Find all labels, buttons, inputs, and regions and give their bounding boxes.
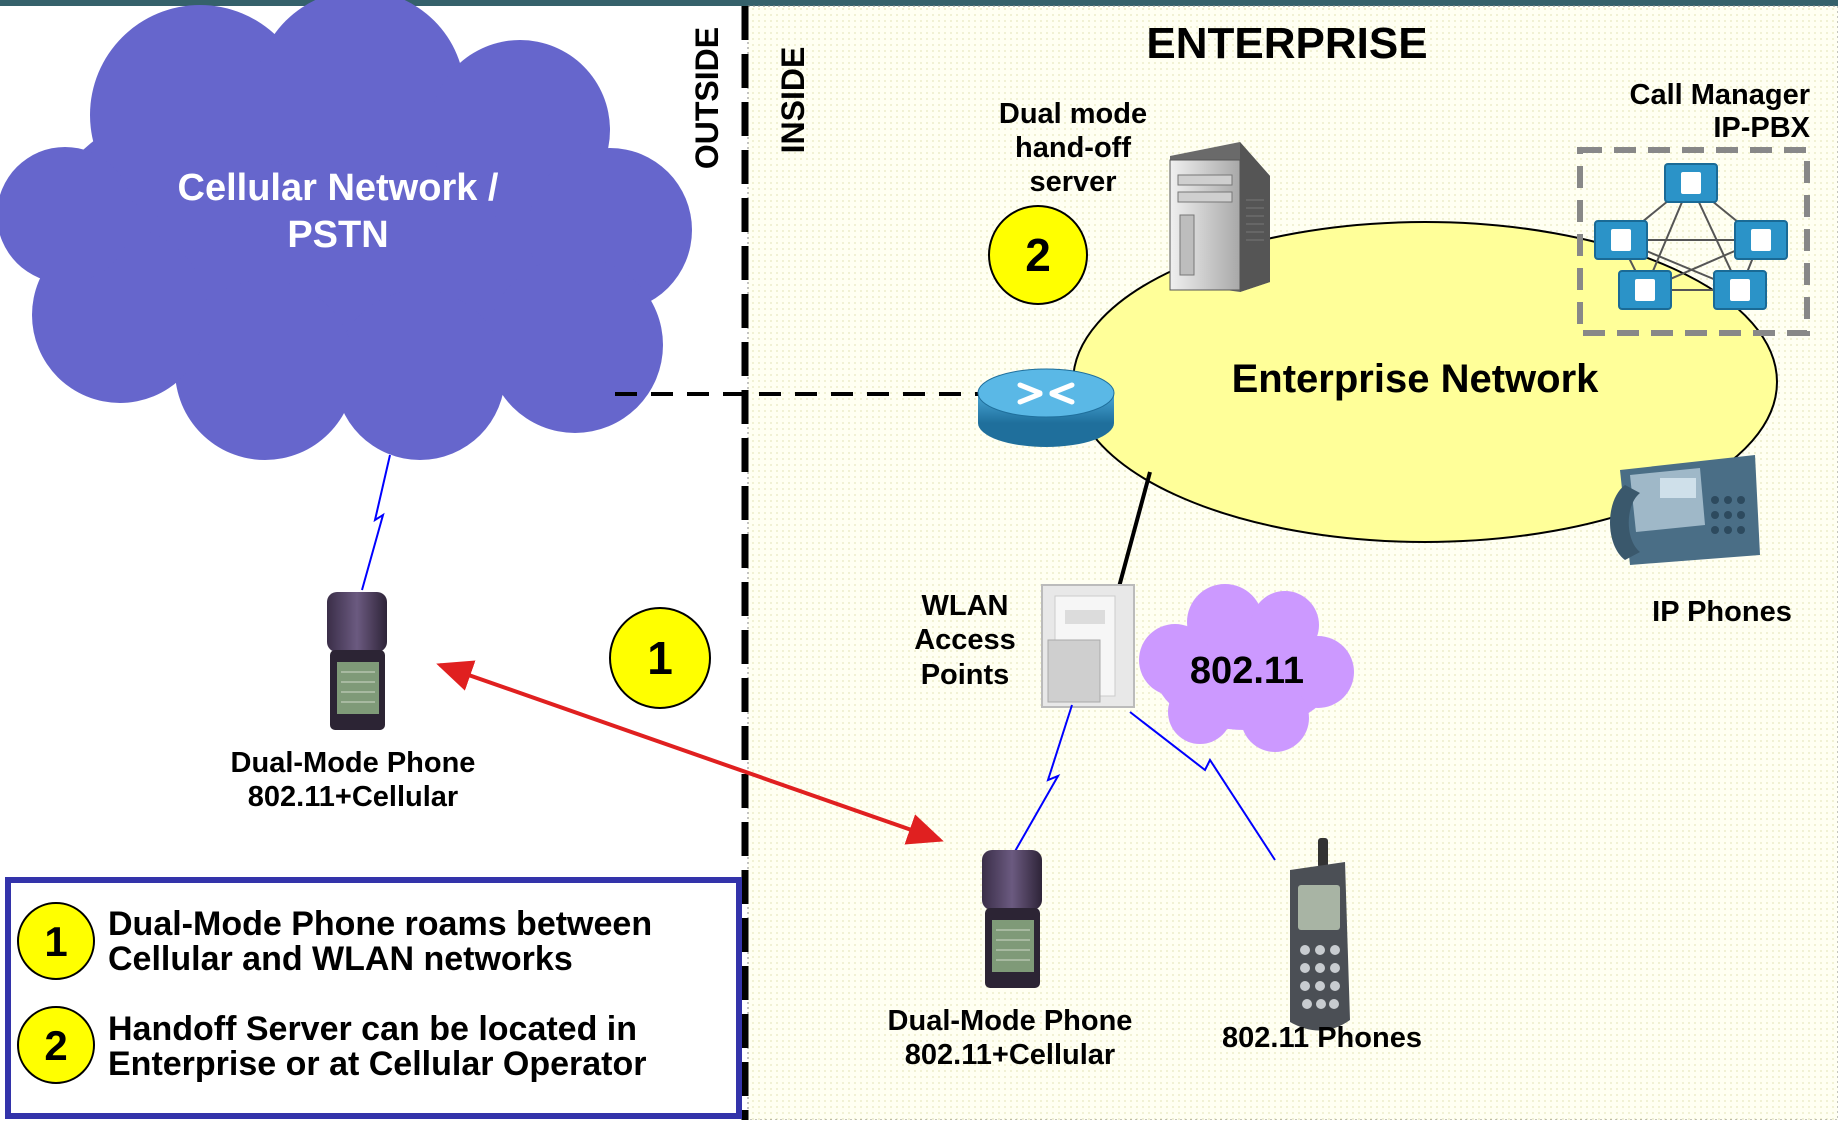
- legend-box: 1 Dual-Mode Phone roams between Cellular…: [5, 877, 742, 1119]
- call-manager-label-line2: IP-PBX: [1713, 112, 1810, 144]
- svg-text:1: 1: [44, 918, 67, 965]
- router-icon: [977, 368, 1115, 447]
- enterprise-network-label: Enterprise Network: [1232, 357, 1600, 401]
- inside-label: INSIDE: [775, 47, 811, 154]
- wlan-ap-label-line1: WLAN: [922, 590, 1009, 622]
- roaming-arrow: [436, 660, 944, 845]
- legend-item-2-line2: Enterprise or at Cellular Operator: [108, 1045, 647, 1083]
- wifi-cloud-label: 802.11: [1190, 650, 1304, 692]
- dual-mode-phone-outside-label-line2: 802.11+Cellular: [248, 781, 458, 813]
- wifi-phone-icon: [1290, 838, 1350, 1031]
- cellular-cloud-label-line2: PSTN: [287, 214, 388, 256]
- call-manager-label-line1: Call Manager: [1630, 79, 1811, 111]
- handoff-server-label-line1: Dual mode: [999, 98, 1147, 130]
- svg-text:1: 1: [647, 632, 673, 684]
- legend-item-1-line2: Cellular and WLAN networks: [108, 940, 573, 978]
- wlan-access-point-icon: [1041, 584, 1135, 708]
- svg-text:2: 2: [44, 1022, 67, 1069]
- top-bar: [0, 0, 1838, 6]
- call-manager-cluster: [1577, 147, 1810, 336]
- dual-mode-phone-inside-label-line1: Dual-Mode Phone: [888, 1005, 1133, 1037]
- wlan-ap-label-line2: Access: [914, 624, 1016, 656]
- dual-mode-phone-outside-icon: [327, 592, 387, 730]
- cellular-network-cloud: Cellular Network / PSTN: [0, 0, 692, 460]
- dual-mode-phone-inside-icon: [982, 850, 1042, 988]
- legend-item-2: 2 Handoff Server can be located in Enter…: [17, 1006, 647, 1084]
- cellular-wireless-link: [361, 454, 391, 591]
- cellular-cloud-label-line1: Cellular Network /: [178, 167, 499, 209]
- legend-item-1: 1 Dual-Mode Phone roams between Cellular…: [17, 902, 652, 980]
- handoff-server-icon: [1169, 142, 1270, 292]
- outside-label: OUTSIDE: [689, 27, 725, 169]
- dual-mode-phone-inside-label-line2: 802.11+Cellular: [905, 1039, 1115, 1071]
- legend-item-2-line1: Handoff Server can be located in: [108, 1010, 637, 1048]
- ap-to-wifi-phone-link: [1129, 711, 1276, 861]
- handoff-server-label-line3: server: [1029, 166, 1116, 198]
- wifi-cloud: 802.11: [1139, 584, 1354, 752]
- enterprise-title: ENTERPRISE: [1146, 19, 1427, 68]
- svg-text:2: 2: [1025, 229, 1051, 281]
- ap-to-dual-phone-link: [1009, 704, 1073, 861]
- dual-mode-phone-outside-label-line1: Dual-Mode Phone: [231, 747, 476, 779]
- wlan-ap-label-line3: Points: [921, 659, 1010, 691]
- handoff-server-label-line2: hand-off: [1015, 132, 1131, 164]
- marker-2: 2: [988, 205, 1088, 305]
- ip-phones-label: IP Phones: [1652, 596, 1792, 628]
- wifi-phones-label: 802.11 Phones: [1222, 1022, 1422, 1054]
- ip-phone-icon: [1610, 455, 1760, 565]
- marker-1: 1: [609, 607, 711, 709]
- legend-item-1-line1: Dual-Mode Phone roams between: [108, 905, 652, 943]
